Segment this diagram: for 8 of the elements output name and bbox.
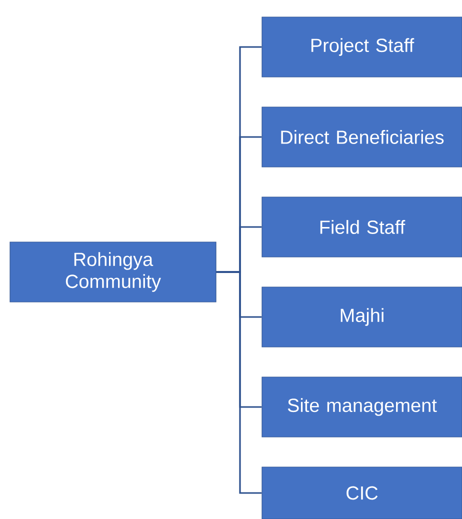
category-box: Field Staff — [262, 196, 462, 258]
category-box: CIC — [262, 466, 462, 519]
category-box: Project Staff — [262, 16, 462, 78]
category-box: Direct Beneficiaries — [262, 106, 462, 168]
category-box: Site management — [262, 376, 462, 438]
root-box: Rohingya Community — [10, 242, 216, 302]
category-box: Majhi — [262, 286, 462, 348]
connector-line — [216, 271, 262, 494]
